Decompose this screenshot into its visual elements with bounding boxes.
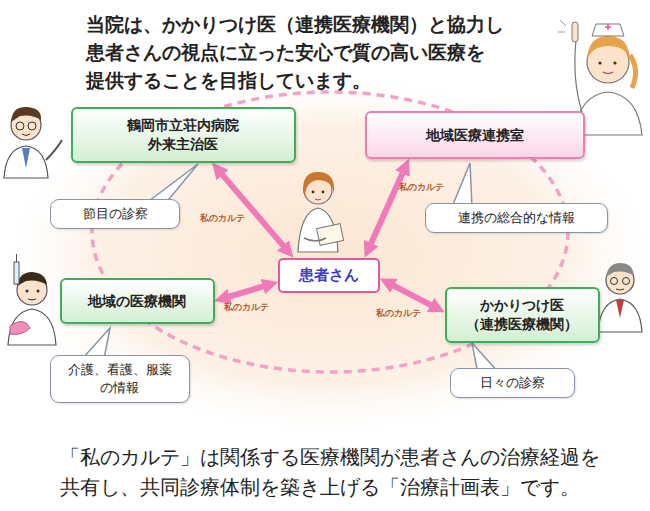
speech-bubble: 節目の診察 [50,199,180,229]
patient-box: 患者さん [278,258,380,293]
doctor-illustration [8,254,56,345]
local-clinic-box: 地域の医療機関 [60,278,215,324]
node-text: 日々の診察 [480,374,545,392]
title: 当院は、かかりつけ医（連携医療機関）と協力し 患者さんの視点に立った安心で質の高… [86,10,508,94]
node-text: 介護、看護、服薬 の情報 [64,361,176,397]
family-doctor-box: かかりつけ医 （連携医療機関） [445,287,600,343]
speech-bubble: 介護、看護、服薬 の情報 [50,355,190,403]
double-arrow [390,284,435,308]
edge-label: 私のカルテ [376,307,421,320]
bubble-tails [82,163,500,374]
node-text: 節目の診察 [83,205,148,223]
hospital-box: 鶴岡市立荘内病院 外来主治医 [71,107,296,163]
speech-bubble: 日々の診察 [450,368,575,398]
doctor-illustration [598,263,642,332]
doctor-illustration [4,107,62,178]
edge-label: 私のカルテ [200,212,245,225]
node-text: かかりつけ医 （連携医療機関） [462,296,582,334]
node-text: 地域の医療機関 [88,292,186,311]
node-text: 鶴岡市立荘内病院 外来主治医 [120,116,246,154]
patient-illustration [298,172,344,252]
double-arrow [219,171,286,249]
edge-label: 私のカルテ [399,181,444,194]
node-text: 連携の総合的な情報 [458,209,575,227]
edge-label: 私のカルテ [224,300,269,313]
node-text: 患者さん [299,266,359,285]
double-arrow [225,285,267,298]
double-arrow [369,169,404,247]
background-glow [0,70,650,440]
node-text: 地域医療連携室 [426,126,524,145]
speech-bubble: 連携の総合的な情報 [425,203,608,233]
liaison-office-box: 地域医療連携室 [365,111,585,159]
caption: 「私のカルテ」は関係する医療機関が患者さんの治療経過を 共有し、共同診療体制を築… [60,442,606,502]
